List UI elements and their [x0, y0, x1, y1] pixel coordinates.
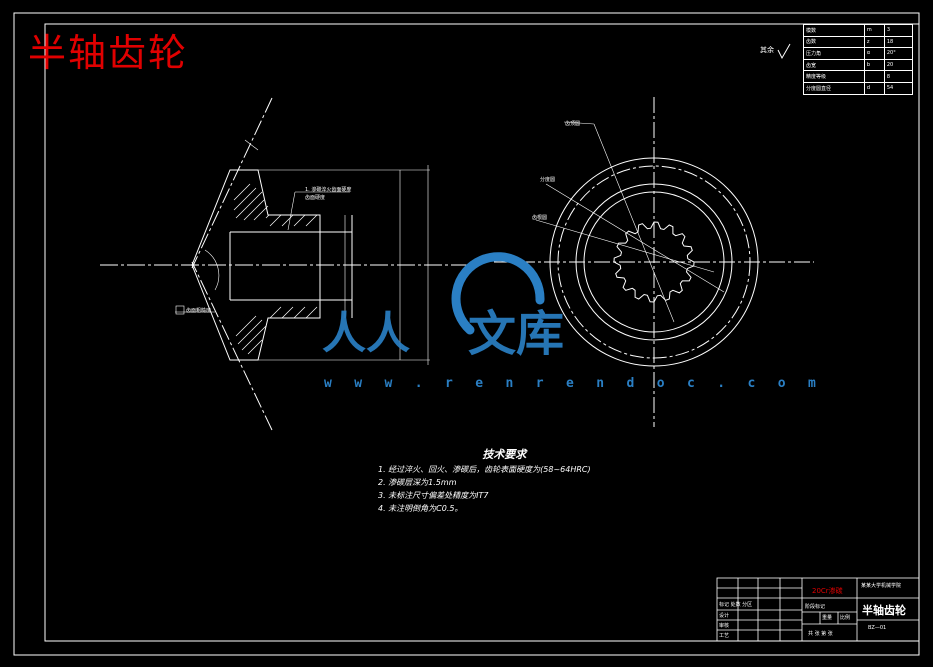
title-block: [716, 577, 920, 642]
roughness-note: 其余: [760, 46, 774, 54]
param-cell: b: [863, 58, 885, 72]
school-name: 某某大学机械学院: [861, 583, 902, 589]
param-cell: α: [863, 47, 885, 60]
tb-row-3: 审核: [719, 623, 730, 629]
outer-border: [13, 12, 920, 656]
tb-row-1: 标记 处数 分区: [719, 602, 753, 608]
param-cell: [863, 70, 885, 83]
tech-title: 技术要求: [482, 448, 527, 461]
tech-item-4: 4. 未注明倒角为C0.5。: [378, 504, 463, 513]
section-note-2: 齿面硬度: [305, 195, 326, 201]
param-cell: 18: [883, 35, 914, 49]
inner-border: [44, 23, 920, 642]
tb-col-2: 重量: [822, 615, 833, 621]
tb-col-1: 阶段标记: [805, 604, 826, 610]
param-cell: 8: [883, 70, 914, 83]
tb-footer: 共 张 第 张: [808, 631, 833, 637]
param-cell: 54: [883, 81, 914, 95]
param-cell: 20: [883, 58, 914, 72]
svg-text:文库: 文库: [468, 306, 564, 362]
tech-item-1: 1. 经过淬火、回火、渗碳后，齿轮表面硬度为(58~64HRC): [378, 465, 591, 474]
param-cell: z: [863, 35, 885, 49]
tech-requirements: 技术要求 1. 经过淬火、回火、渗碳后，齿轮表面硬度为(58~64HRC) 2.…: [378, 448, 591, 515]
param-row: 精度等级 8: [803, 70, 914, 83]
drawing-title: 半轴齿轮: [28, 31, 189, 75]
drawing-number: BZ—01: [868, 625, 887, 631]
tech-item-3: 3. 未标注尺寸偏差处精度为IT7: [378, 491, 489, 500]
svg-text:人人: 人人: [322, 308, 410, 359]
param-cell: m: [863, 24, 885, 37]
circle-note-2: 分度圆: [540, 177, 556, 183]
circle-note-1: 齿顶圆: [565, 121, 581, 127]
section-note-1: 1. 渗碳淬火齿面硬度: [305, 187, 352, 193]
part-name: 半轴齿轮: [862, 604, 906, 617]
section-view: [100, 97, 468, 431]
param-cell: 3: [883, 24, 914, 37]
param-cell: 齿数: [803, 35, 865, 49]
end-view: [494, 97, 814, 427]
circle-note-3: 齿根圆: [532, 215, 548, 221]
tb-row-2: 设计: [719, 613, 730, 619]
param-cell: d: [863, 81, 885, 95]
roughness-symbol: [777, 43, 791, 60]
side-note: 齿面粗糙度: [186, 308, 212, 314]
param-cell: 20°: [883, 47, 914, 60]
watermark-url: w w w . r e n r e n d o c . c o m: [324, 376, 824, 391]
param-cell: 精度等级: [803, 70, 865, 83]
tb-col-3: 比例: [840, 615, 851, 621]
param-cell: 模数: [803, 24, 865, 37]
material-label: 20Cr渗碳: [812, 587, 843, 595]
tech-item-2: 2. 渗碳层深为1.5mm: [378, 478, 457, 487]
param-cell: 压力角: [803, 47, 865, 60]
watermark-logo: 人人 文库: [322, 252, 564, 362]
param-cell: 齿宽: [803, 58, 865, 72]
param-cell: 分度圆直径: [803, 81, 865, 95]
tb-row-4: 工艺: [719, 633, 730, 639]
